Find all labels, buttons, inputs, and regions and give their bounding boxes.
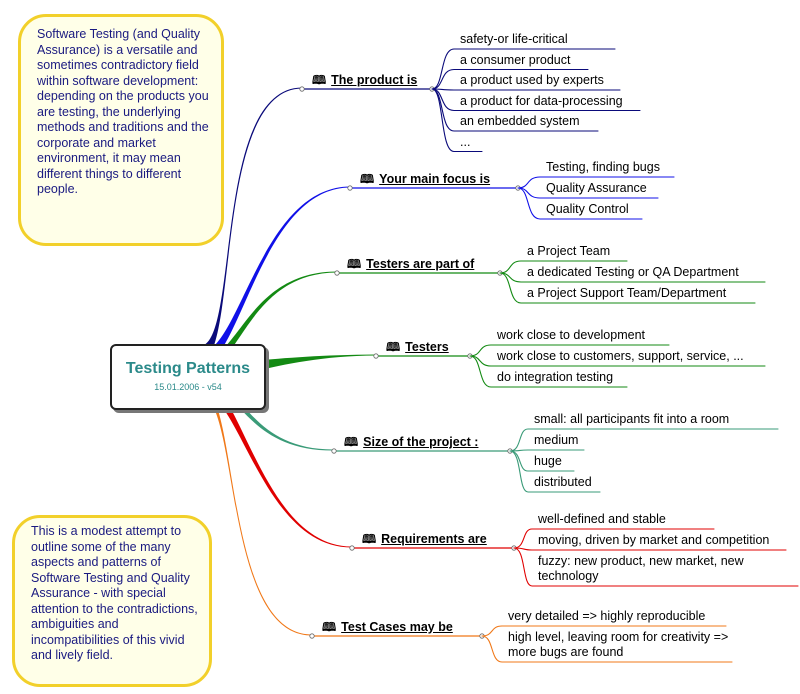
leaf-topic[interactable]: medium bbox=[534, 433, 579, 447]
leaf-connector bbox=[517, 187, 643, 220]
node-handle[interactable] bbox=[349, 545, 355, 551]
leaf-connector bbox=[513, 547, 787, 551]
branch-topic-label: Requirements are bbox=[381, 532, 487, 546]
leaf-connector bbox=[517, 176, 675, 189]
leaf-topic[interactable]: a Project Team bbox=[527, 244, 611, 258]
leaf-topic[interactable]: distributed bbox=[534, 475, 592, 489]
book-icon: 🕮 bbox=[386, 340, 401, 354]
leaf-topic[interactable]: high level, leaving room for creativity … bbox=[508, 630, 729, 659]
leaf-topic[interactable]: huge bbox=[534, 454, 562, 468]
branch-topic[interactable]: 🕮 Your main focus is bbox=[360, 170, 490, 191]
book-icon: 🕮 bbox=[312, 73, 327, 87]
leaf-topic[interactable]: Quality Control bbox=[546, 202, 629, 216]
branch-topic[interactable]: 🕮 Requirements are bbox=[362, 530, 487, 551]
branch-topic-label: Testers bbox=[405, 340, 449, 354]
leaf-connector bbox=[499, 260, 628, 274]
purpose-note: This is a modest attempt to outline some… bbox=[12, 515, 212, 687]
book-icon: 🕮 bbox=[347, 257, 362, 271]
branch-topic-label: Testers are part of bbox=[366, 257, 475, 271]
leaf-topic[interactable]: well-defined and stable bbox=[538, 512, 666, 526]
purpose-note-text: This is a modest attempt to outline some… bbox=[31, 524, 198, 662]
node-handle[interactable] bbox=[299, 86, 305, 92]
branch-topic[interactable]: 🕮 Size of the project : bbox=[344, 433, 478, 454]
leaf-topic[interactable]: work close to customers, support, servic… bbox=[497, 349, 744, 363]
leaf-connector bbox=[481, 635, 733, 663]
leaf-connector bbox=[509, 450, 601, 493]
leaf-topic[interactable]: an embedded system bbox=[460, 114, 580, 128]
node-handle[interactable] bbox=[334, 270, 340, 276]
leaf-topic[interactable]: fuzzy: new product, new market, new tech… bbox=[538, 554, 744, 583]
branch-topic-label: Test Cases may be bbox=[341, 620, 453, 634]
leaf-topic[interactable]: moving, driven by market and competition bbox=[538, 533, 770, 547]
leaf-topic[interactable]: a product used by experts bbox=[460, 73, 604, 87]
leaf-topic[interactable]: Quality Assurance bbox=[546, 181, 647, 195]
branch-topic[interactable]: 🕮 Test Cases may be bbox=[322, 618, 453, 639]
intro-note: Software Testing (and Quality Assurance)… bbox=[18, 14, 224, 246]
leaf-connector bbox=[469, 355, 628, 388]
book-icon: 🕮 bbox=[360, 172, 375, 186]
node-handle[interactable] bbox=[309, 633, 315, 639]
leaf-connector bbox=[499, 272, 756, 304]
branch-topic-label: Size of the project : bbox=[363, 435, 479, 449]
branch-topic[interactable]: 🕮 Testers bbox=[386, 338, 449, 359]
leaf-topic[interactable]: safety-or life-critical bbox=[460, 32, 568, 46]
leaf-topic[interactable]: ... bbox=[460, 134, 471, 149]
intro-note-text: Software Testing (and Quality Assurance)… bbox=[37, 27, 209, 196]
central-topic-title: Testing Patterns bbox=[125, 360, 251, 377]
leaf-connector bbox=[469, 344, 670, 357]
leaf-connector bbox=[481, 625, 727, 637]
leaf-connector bbox=[509, 449, 585, 452]
branch-topic[interactable]: 🕮 The product is bbox=[312, 71, 417, 92]
book-icon: 🕮 bbox=[322, 620, 337, 634]
node-handle[interactable] bbox=[373, 353, 379, 359]
branch-topic-label: The product is bbox=[331, 73, 418, 87]
leaf-topic[interactable]: small: all participants fit into a room bbox=[534, 412, 730, 426]
central-topic[interactable]: Testing Patterns 15.01.2006 - v54 bbox=[110, 344, 266, 410]
leaf-connector bbox=[509, 428, 779, 452]
node-handle[interactable] bbox=[331, 448, 337, 454]
leaf-topic[interactable]: very detailed => highly reproducible bbox=[508, 609, 706, 623]
leaf-topic[interactable]: Testing, finding bugs bbox=[546, 160, 660, 174]
leaf-connector bbox=[431, 68, 589, 90]
book-icon: 🕮 bbox=[344, 435, 359, 449]
branch-topic-label: Your main focus is bbox=[379, 172, 491, 186]
branch-topic[interactable]: 🕮 Testers are part of bbox=[347, 255, 474, 276]
leaf-topic[interactable]: a product for data-processing bbox=[460, 93, 623, 108]
node-handle[interactable] bbox=[347, 185, 353, 191]
leaf-connector bbox=[513, 528, 715, 549]
leaf-connector bbox=[431, 88, 621, 91]
leaf-topic[interactable]: work close to development bbox=[497, 328, 645, 342]
leaf-topic[interactable]: a consumer product bbox=[460, 52, 571, 67]
central-topic-version: 15.01.2006 - v54 bbox=[154, 382, 222, 392]
leaf-topic[interactable]: a Project Support Team/Department bbox=[527, 286, 727, 300]
leaf-connector bbox=[431, 48, 616, 90]
leaf-topic[interactable]: a dedicated Testing or QA Department bbox=[527, 265, 739, 279]
book-icon: 🕮 bbox=[362, 532, 377, 546]
leaf-connector bbox=[431, 88, 483, 153]
leaf-connector bbox=[513, 547, 799, 587]
leaf-topic[interactable]: do integration testing bbox=[497, 370, 614, 384]
